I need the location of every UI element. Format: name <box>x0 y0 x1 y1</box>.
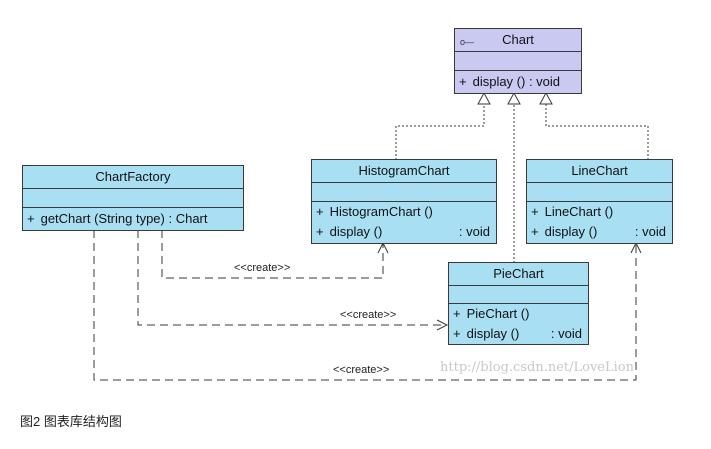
create-label-histogram: <<create>> <box>234 262 291 274</box>
visibility-marker: + <box>27 211 35 226</box>
visibility-marker: + <box>316 204 324 219</box>
histogramchart-method-display: + display () : void <box>312 222 496 242</box>
method-signature: display () <box>329 224 383 239</box>
linechart-class-name: LineChart <box>571 163 628 178</box>
watermark: http://blog.csdn.net/LoveLion <box>440 360 634 375</box>
chartfactory-header: ChartFactory <box>23 166 243 189</box>
visibility-marker: + <box>453 306 461 321</box>
method-signature: PieChart () <box>466 306 530 321</box>
method-return-type: : void <box>458 224 490 239</box>
linechart-header: LineChart <box>527 160 672 183</box>
histogramchart-header: HistogramChart <box>312 160 496 183</box>
realization-head-pie <box>507 91 521 105</box>
visibility-marker: + <box>316 224 324 239</box>
piechart-attributes <box>449 286 588 304</box>
method-signature: display () <box>466 326 520 341</box>
piechart-method-display: + display () : void <box>449 324 588 344</box>
dependency-pie <box>137 230 447 326</box>
dependency-histogram <box>161 230 384 279</box>
histogramchart-method-constructor: + HistogramChart () <box>312 202 496 222</box>
linechart-class-box: LineChart + LineChart () + display () : vo… <box>526 159 673 244</box>
histogramchart-attributes <box>312 183 496 202</box>
method-signature: getChart (String type) : Chart <box>40 211 208 226</box>
interface-icon: o— <box>460 37 475 47</box>
piechart-class-name: PieChart <box>493 266 544 281</box>
piechart-class-box: PieChart + PieChart () + display () : void <box>448 262 589 345</box>
dependency-head-pie <box>436 319 449 331</box>
chart-class-name: Chart <box>502 32 534 47</box>
piechart-method-constructor: + PieChart () <box>449 304 588 324</box>
create-label-line: <<create>> <box>333 364 390 376</box>
method-signature: HistogramChart () <box>329 204 433 219</box>
chart-method-display: + display () : void <box>455 71 581 92</box>
dependency-line <box>93 230 637 381</box>
chart-header: o— Chart <box>455 29 581 52</box>
method-return-type: : void <box>634 224 666 239</box>
chart-interface-box: o— Chart + display () : void <box>454 28 582 94</box>
visibility-marker: + <box>531 224 539 239</box>
visibility-marker: + <box>531 204 539 219</box>
chartfactory-attributes <box>23 189 243 208</box>
realization-head-histogram <box>477 91 491 105</box>
chartfactory-class-box: ChartFactory + getChart (String type) : C… <box>22 165 244 231</box>
histogramchart-class-box: HistogramChart + HistogramChart () + displ… <box>311 159 497 244</box>
figure-caption: 图2 图表库结构图 <box>20 414 122 429</box>
chartfactory-class-name: ChartFactory <box>95 169 171 184</box>
method-signature: display () : void <box>472 74 561 89</box>
chartfactory-method-getchart: + getChart (String type) : Chart <box>23 208 243 229</box>
create-label-pie: <<create>> <box>340 309 397 321</box>
linechart-attributes <box>527 183 672 202</box>
visibility-marker: + <box>453 326 461 341</box>
realization-line <box>545 94 649 160</box>
histogramchart-class-name: HistogramChart <box>358 163 450 178</box>
visibility-marker: + <box>459 74 467 89</box>
method-return-type: : void <box>550 326 582 341</box>
piechart-header: PieChart <box>449 263 588 286</box>
method-signature: LineChart () <box>544 204 614 219</box>
method-signature: display () <box>544 224 598 239</box>
linechart-method-constructor: + LineChart () <box>527 202 672 222</box>
realization-head-line <box>539 91 553 105</box>
realization-histogram <box>395 94 485 160</box>
chart-attributes <box>455 52 581 71</box>
linechart-method-display: + display () : void <box>527 222 672 242</box>
